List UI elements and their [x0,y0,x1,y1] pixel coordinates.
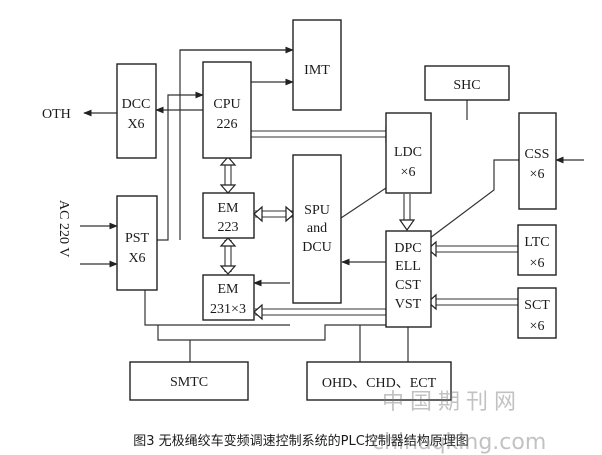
block-ldc: LDC ×6 [385,112,432,194]
block-spu-line1: SPU [304,203,330,218]
block-css-line1: CSS [525,147,550,162]
block-shc-line1: SHC [453,78,480,93]
label-ac-220v: AC 220 V [56,200,71,257]
block-ldc-line2: ×6 [401,165,416,180]
block-pst: PST X6 [116,195,158,291]
block-sct: SCT ×6 [517,287,557,339]
block-ltc-line1: LTC [524,235,549,250]
block-cpu-line1: CPU [213,97,240,112]
block-dpc-line2: ELL [395,259,421,274]
block-ohd-chd-ect: OHD、CHD、ECT [306,361,452,401]
block-dcc: DCC X6 [116,63,157,159]
block-dcc-line2: X6 [127,117,144,132]
block-css-line2: ×6 [530,167,545,182]
block-imt-line1: IMT [304,63,330,78]
block-spu-line2: and [307,221,327,236]
block-dpc: DPC ELL CST VST [385,230,432,328]
block-imt: IMT [292,19,342,111]
block-sct-line2: ×6 [530,319,545,334]
block-em223: EM 223 [202,192,255,239]
block-css: CSS ×6 [518,112,557,210]
block-em223-line1: EM [218,201,240,216]
block-spu-line3: DCU [302,240,332,255]
block-dpc-line1: DPC [394,241,421,256]
watermark-cn: 中国期刊网 [382,390,523,415]
watermark-en: chinaqking.com [372,430,547,455]
block-spu-dcu: SPU and DCU [292,154,342,304]
block-ltc-line2: ×6 [530,256,545,271]
block-dcc-line1: DCC [122,97,151,112]
block-pst-line2: X6 [128,251,145,266]
block-dpc-line3: CST [395,278,421,293]
block-smtc-line1: SMTC [170,375,208,390]
label-oth: OTH [42,107,71,122]
block-em231-line1: EM [218,282,240,297]
block-sct-line1: SCT [524,298,550,313]
block-shc: SHC [424,65,510,101]
block-em231: EM 231×3 [202,274,255,321]
block-ldc-line1: LDC [394,145,422,160]
block-cpu-line2: 226 [217,117,238,132]
block-cpu: CPU 226 [202,61,252,159]
block-em231-line2: 231×3 [210,302,246,317]
connection-lines [80,46,584,362]
block-smtc: SMTC [129,361,249,401]
figure-caption: 图3 无极绳绞车变频调速控制系统的PLC控制器结构原理图 [133,434,469,449]
block-dpc-line4: VST [395,297,422,312]
block-em223-line2: 223 [218,220,239,235]
block-ltc: LTC ×6 [517,224,557,276]
block-pst-line1: PST [125,231,150,246]
block-ohd-line1: OHD、CHD、ECT [322,376,437,391]
